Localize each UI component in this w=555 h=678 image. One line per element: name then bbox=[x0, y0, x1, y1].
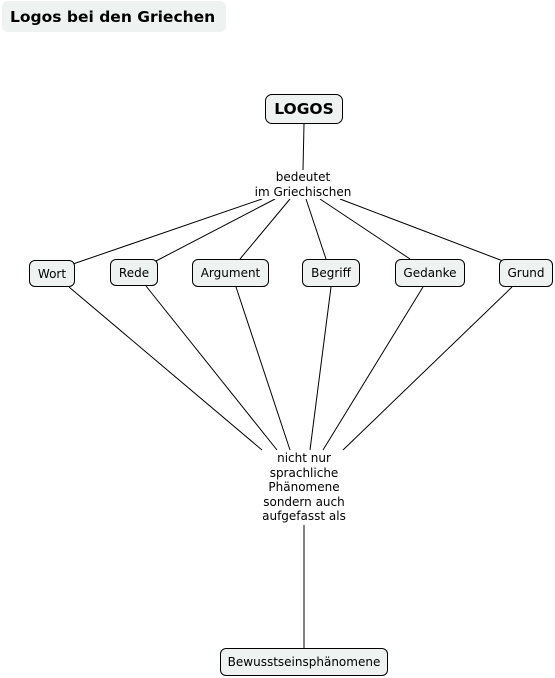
line-argument-to-phrase2 bbox=[235, 286, 291, 451]
line-rede-to-phrase2 bbox=[145, 285, 278, 451]
link-phrase-line: aufgefasst als bbox=[262, 509, 346, 523]
link-phrase-bedeutet: bedeutet im Griechischen bbox=[248, 170, 358, 199]
link-phrase-line: sondern auch bbox=[263, 494, 345, 509]
line-phrase1-to-wort bbox=[72, 198, 263, 265]
line-logos-to-phrase1 bbox=[302, 123, 305, 171]
node-logos[interactable]: LOGOS bbox=[265, 94, 343, 124]
line-phrase1-to-begriff bbox=[305, 198, 327, 260]
line-phrase1-to-rede bbox=[155, 198, 276, 262]
node-rede[interactable]: Rede bbox=[110, 259, 158, 286]
line-phrase1-to-argument bbox=[239, 198, 291, 260]
line-grund-to-phrase2 bbox=[342, 286, 513, 451]
line-begriff-to-phrase2 bbox=[309, 286, 332, 451]
line-gedanke-to-phrase2 bbox=[322, 286, 424, 451]
link-phrase-line: Phänomene bbox=[268, 480, 340, 494]
line-wort-to-phrase2 bbox=[68, 286, 263, 451]
node-begriff[interactable]: Begriff bbox=[302, 259, 360, 287]
line-phrase1-to-grund bbox=[339, 198, 504, 262]
node-grund[interactable]: Grund bbox=[499, 259, 553, 287]
link-phrase-line: bedeutet bbox=[275, 170, 331, 184]
link-phrase-line: im Griechischen bbox=[254, 184, 352, 199]
link-phrase-line: nicht nur bbox=[277, 451, 331, 465]
map-title: Logos bei den Griechen bbox=[2, 1, 226, 32]
line-phrase1-to-gedanke bbox=[319, 198, 411, 260]
node-bewusstseinsphaenomene[interactable]: Bewusstseinsphänomene bbox=[220, 648, 388, 676]
node-gedanke[interactable]: Gedanke bbox=[395, 259, 465, 287]
node-wort[interactable]: Wort bbox=[29, 260, 75, 287]
link-phrase-line: sprachliche bbox=[269, 465, 339, 480]
node-argument[interactable]: Argument bbox=[192, 259, 269, 287]
link-phrase-nicht-nur: nicht nur sprachliche Phänomene sondern … bbox=[249, 451, 359, 524]
